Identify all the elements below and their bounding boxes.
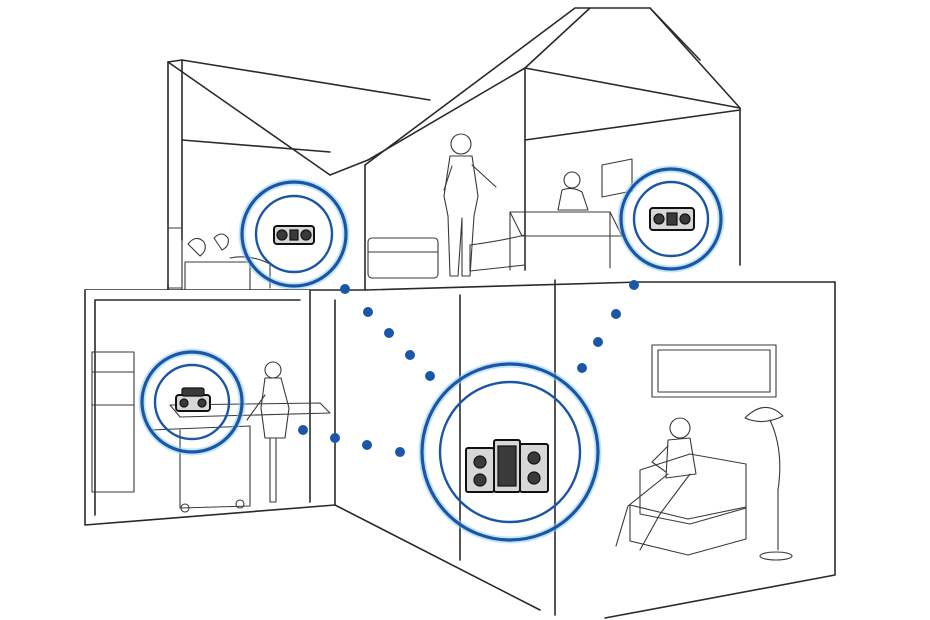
kitchen-room [91, 351, 331, 513]
kitchen-speaker [138, 348, 246, 456]
wireless-connection-dots [298, 280, 639, 457]
speaker-icon [273, 225, 315, 245]
bedroom-left-speaker [238, 178, 350, 290]
bedroom-right-speaker [617, 165, 725, 273]
speaker-icon [175, 387, 211, 412]
speaker-icon [465, 439, 549, 493]
living-room [615, 344, 793, 561]
speaker-icon [649, 207, 695, 231]
living-room-main-speaker [418, 360, 602, 544]
